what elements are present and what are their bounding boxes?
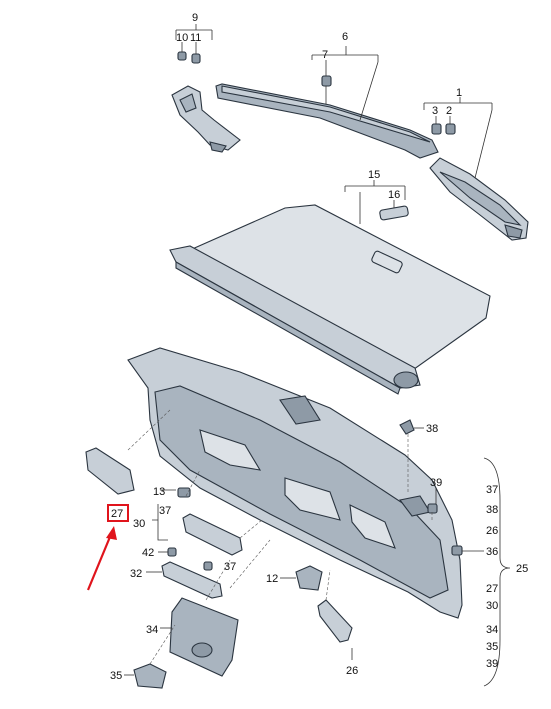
label-32: 32 [130, 568, 142, 580]
part-39-clip [427, 503, 438, 514]
part-7-clip [321, 75, 332, 104]
part-12-handle-recess [280, 565, 323, 591]
part-10-clip [177, 51, 187, 61]
label-11: 11 [190, 32, 201, 44]
highlight-arrow [86, 526, 117, 591]
list-label-37: 37 [486, 484, 498, 496]
label-37-left: 37 [159, 505, 171, 517]
label-42: 42 [142, 547, 154, 559]
part-27-cover [85, 447, 135, 495]
label-26: 26 [346, 665, 358, 677]
label-15: 15 [368, 169, 380, 181]
label-6: 6 [342, 31, 348, 43]
part-13-clip [177, 487, 191, 498]
list-label-39: 39 [486, 658, 498, 670]
part-42-screw [158, 547, 177, 557]
label-3: 3 [432, 105, 438, 117]
label-10: 10 [176, 32, 188, 44]
list-label-27: 27 [486, 583, 498, 595]
list-label-30: 30 [486, 600, 498, 612]
callout-labels: 9 10 11 6 7 1 3 2 15 16 38 39 36 37 38 2… [107, 12, 528, 682]
list-label-35: 35 [486, 641, 498, 653]
label-27: 27 [111, 508, 123, 520]
part-36-clip [451, 545, 484, 556]
part-34-storage-box [160, 597, 239, 677]
label-27-highlight-box [107, 504, 129, 522]
list-label-38: 38 [486, 504, 498, 516]
label-35: 35 [110, 670, 122, 682]
part-30-bracket [182, 513, 243, 556]
part-38-clip [399, 419, 424, 435]
label-16: 16 [388, 189, 400, 201]
part-1-pillar-trim [429, 157, 529, 241]
callout-brackets [152, 24, 511, 687]
label-36: 36 [486, 546, 498, 558]
part-25-tailgate-trim [127, 347, 463, 619]
label-30: 30 [133, 518, 145, 530]
label-1: 1 [456, 87, 462, 99]
part-3-clip [431, 123, 442, 135]
label-12: 12 [266, 573, 278, 585]
part-15-luggage-cover [169, 204, 491, 395]
label-34: 34 [146, 624, 158, 636]
label-37-lower: 37 [224, 561, 236, 573]
part-9-pillar-trim [171, 85, 241, 153]
part-37-clip [203, 561, 213, 571]
assembly-guide-lines [127, 409, 433, 665]
label-7: 7 [322, 49, 328, 61]
label-38-right: 38 [426, 423, 438, 435]
list-label-26: 26 [486, 525, 498, 537]
label-39-right: 39 [430, 477, 442, 489]
label-13: 13 [153, 486, 165, 498]
label-9: 9 [192, 12, 198, 24]
label-2: 2 [446, 105, 452, 117]
label-25: 25 [516, 563, 528, 575]
part-6-roof-trim [215, 83, 439, 159]
part-16-handle [379, 205, 409, 221]
part-32-trim-strip [146, 561, 223, 599]
list-label-34: 34 [486, 624, 498, 636]
part-2-clip [445, 123, 456, 135]
part-26-cover [317, 599, 353, 643]
part-35-latch [124, 663, 167, 689]
part-11-clip [191, 53, 201, 64]
